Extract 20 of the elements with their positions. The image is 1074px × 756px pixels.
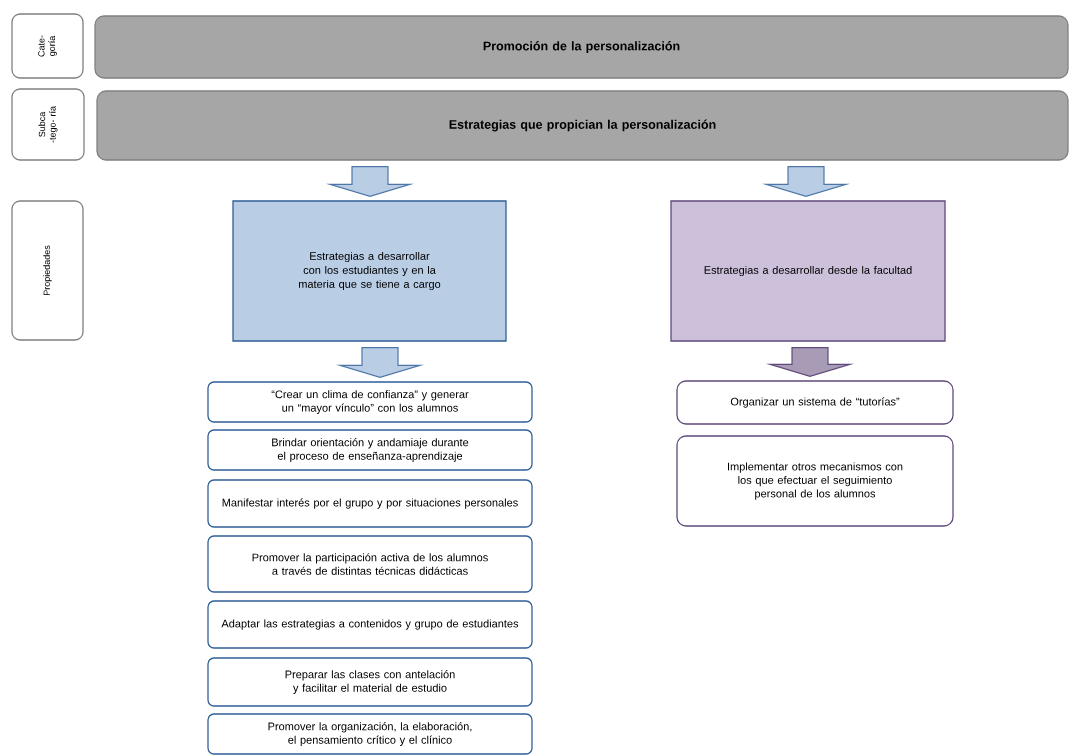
- block-arrow: [325, 166, 415, 197]
- category-bar: Promoción de la personalización: [94, 15, 1069, 79]
- strategy-box: Estrategias a desarrollar desde la facultad: [670, 200, 946, 342]
- category-label-box: Subca -tego- ría: [11, 88, 85, 161]
- strategy-item-box: Brindar orientación y andamiaje durante el proceso de enseñanza-aprendizaje: [207, 429, 533, 471]
- strategy-item-box: Manifestar interés por el grupo y por situaciones personales: [207, 479, 533, 528]
- block-arrow: [761, 166, 851, 197]
- strategy-item-box: “Crear un clima de confianza” y generar un “mayor vínculo” con los alumnos: [207, 381, 533, 423]
- strategy-item-box: Promover la participación activa de los alumnos a través de distintas técnicas didácticas: [207, 535, 533, 593]
- strategy-item-box: Organizar un sistema de “tutorías”: [676, 380, 954, 425]
- category-label-box: Propiedades: [11, 200, 84, 341]
- category-bar: Estrategias que propician la personalización: [96, 90, 1069, 161]
- strategy-box: Estrategias a desarrollar con los estudiantes y en la materia que se tiene a cargo: [232, 200, 507, 342]
- category-label-box: Cate- goría: [11, 13, 84, 79]
- block-arrow: [335, 347, 425, 378]
- strategy-item-box: Implementar otros mecanismos con los que efectuar el seguimiento personal de los alumnos: [676, 435, 954, 527]
- strategy-item-box: Promover la organización, la elaboración, el pensamiento crítico y el clínico: [207, 713, 533, 755]
- block-arrow: [765, 347, 855, 377]
- strategy-item-box: Adaptar las estrategias a contenidos y grupo de estudiantes: [207, 600, 533, 649]
- strategy-item-box: Preparar las clases con antelación y facilitar el material de estudio: [207, 657, 533, 707]
